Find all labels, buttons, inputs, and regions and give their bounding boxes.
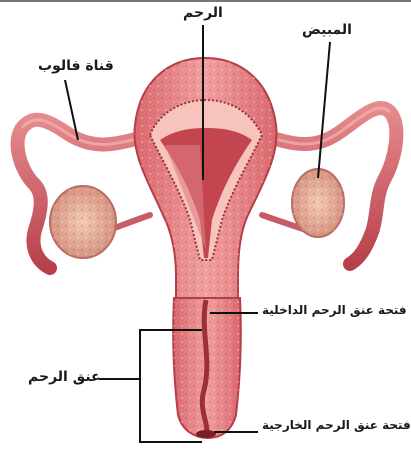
leader-ovary [318, 42, 330, 178]
label-fallopian-tube: قناة فالوب [38, 58, 114, 74]
label-ovary: المبيض [302, 22, 352, 38]
label-cervix: عنق الرحم [28, 369, 101, 385]
cervix [173, 298, 241, 438]
label-internal-os: فتحة عنق الرحم الداخلية [262, 303, 407, 317]
label-external-os: فتحة عنق الرحم الخارجية [262, 418, 411, 432]
left-ovary [50, 186, 116, 258]
uterus-body [134, 58, 276, 300]
label-uterus: الرحم [183, 5, 223, 21]
right-ovary [292, 169, 344, 237]
